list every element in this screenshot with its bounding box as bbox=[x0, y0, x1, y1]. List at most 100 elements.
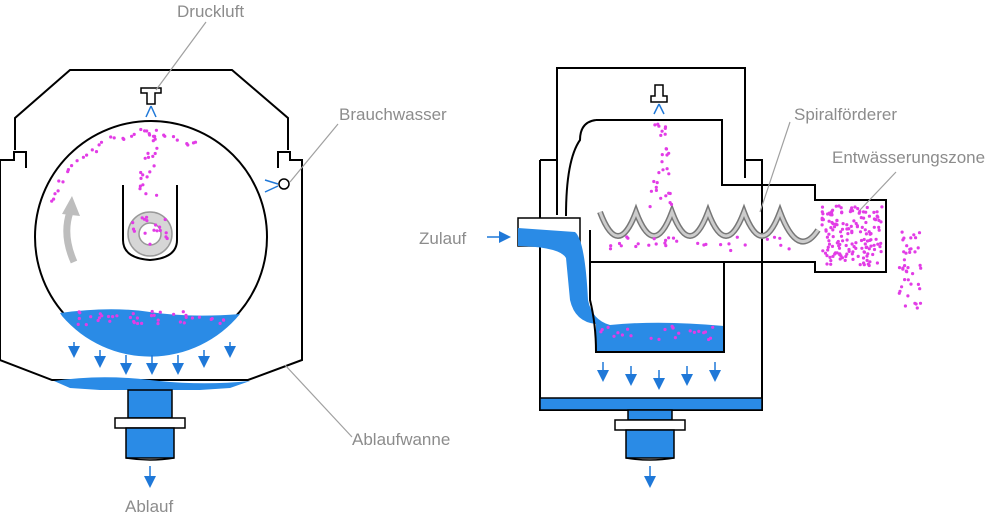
particle bbox=[664, 194, 668, 198]
frame bbox=[556, 67, 746, 160]
particle bbox=[688, 329, 692, 333]
particle bbox=[867, 214, 872, 218]
particle bbox=[825, 254, 829, 258]
particle bbox=[837, 246, 842, 250]
particle bbox=[94, 150, 99, 154]
particle bbox=[830, 244, 835, 248]
particle bbox=[667, 191, 671, 195]
particle bbox=[671, 236, 676, 240]
ablaufwanne-water bbox=[54, 377, 250, 390]
particle bbox=[915, 306, 919, 310]
particle bbox=[163, 217, 167, 222]
particle bbox=[862, 250, 867, 254]
particle bbox=[865, 205, 869, 210]
particle bbox=[835, 219, 839, 223]
particle bbox=[878, 245, 882, 249]
particle bbox=[158, 225, 162, 229]
particle bbox=[903, 304, 908, 308]
particle bbox=[141, 183, 145, 187]
particle bbox=[130, 134, 134, 138]
particle bbox=[66, 170, 70, 174]
particle bbox=[840, 256, 845, 260]
particle bbox=[663, 125, 668, 129]
particle bbox=[865, 258, 869, 262]
particle bbox=[902, 250, 906, 254]
particle bbox=[148, 170, 152, 174]
particle bbox=[841, 239, 845, 243]
particle bbox=[832, 225, 837, 229]
particle bbox=[606, 325, 610, 329]
particle bbox=[153, 137, 157, 141]
particle bbox=[141, 173, 145, 177]
particle bbox=[652, 237, 656, 241]
particle bbox=[879, 241, 883, 245]
particle bbox=[616, 331, 620, 335]
particle bbox=[140, 216, 144, 220]
druckluft-nozzle-right bbox=[650, 84, 668, 103]
particle bbox=[729, 248, 733, 253]
particle bbox=[656, 122, 660, 126]
outer-tank-water bbox=[539, 397, 763, 411]
particle bbox=[57, 179, 61, 183]
particle bbox=[820, 223, 824, 227]
particle bbox=[829, 226, 833, 230]
particle bbox=[617, 241, 622, 246]
particle bbox=[115, 314, 119, 318]
particle bbox=[872, 210, 876, 214]
particle bbox=[77, 316, 81, 321]
particle bbox=[837, 204, 841, 208]
particle bbox=[827, 242, 832, 246]
particle bbox=[862, 237, 866, 242]
particle bbox=[906, 294, 910, 298]
particle bbox=[184, 315, 188, 319]
particle bbox=[847, 247, 851, 252]
particle bbox=[850, 242, 854, 246]
particle bbox=[830, 220, 834, 225]
particle bbox=[182, 321, 186, 325]
particle bbox=[145, 129, 149, 133]
particle bbox=[844, 254, 848, 259]
drain-arrows-right bbox=[487, 231, 721, 488]
particle bbox=[154, 223, 158, 227]
particle bbox=[665, 153, 669, 157]
particle bbox=[831, 254, 835, 258]
particle bbox=[52, 197, 56, 201]
particle bbox=[840, 227, 845, 231]
particle bbox=[849, 224, 853, 228]
particle bbox=[827, 219, 831, 223]
label-brauchwasser: Brauchwasser bbox=[339, 105, 447, 124]
tank-body bbox=[0, 151, 303, 381]
particle bbox=[846, 232, 850, 236]
screw-housing bbox=[565, 119, 887, 273]
particle bbox=[875, 261, 880, 265]
particle bbox=[865, 239, 870, 243]
particle bbox=[861, 256, 866, 260]
particle bbox=[879, 220, 883, 224]
particle bbox=[152, 313, 156, 317]
particle bbox=[826, 245, 830, 249]
particle bbox=[659, 133, 663, 137]
screw-separator bbox=[487, 67, 887, 488]
particle bbox=[190, 316, 194, 320]
particle bbox=[914, 236, 918, 240]
particle bbox=[852, 219, 856, 223]
particle bbox=[869, 244, 873, 248]
particle bbox=[89, 315, 93, 319]
particle bbox=[867, 230, 871, 234]
particle bbox=[909, 282, 913, 286]
particle bbox=[122, 137, 126, 141]
particle bbox=[53, 192, 57, 196]
particle bbox=[867, 263, 871, 268]
particle bbox=[711, 325, 715, 329]
particle bbox=[132, 321, 136, 325]
particle bbox=[153, 135, 157, 139]
particle bbox=[660, 153, 664, 157]
particle bbox=[871, 252, 875, 257]
particle bbox=[677, 331, 681, 335]
particle bbox=[916, 282, 921, 286]
drum-hood bbox=[14, 69, 289, 150]
particle bbox=[876, 242, 880, 246]
particle bbox=[868, 260, 872, 264]
particle bbox=[772, 235, 777, 239]
particle bbox=[97, 143, 101, 147]
